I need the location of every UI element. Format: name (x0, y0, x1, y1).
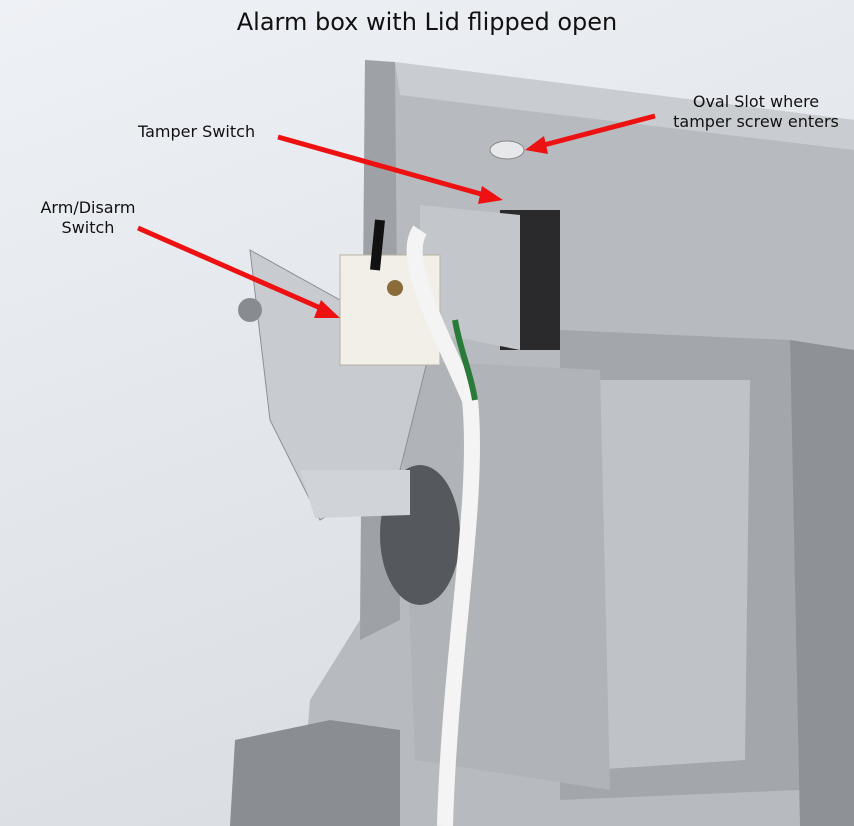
arm-disarm-label: Arm/Disarm Switch (28, 198, 148, 238)
annotation-arrows (136, 113, 656, 318)
arm-disarm-label-line2: Switch (61, 218, 115, 237)
oval-slot-arrow (539, 113, 656, 149)
white-cable (406, 225, 481, 826)
image-title: Alarm box with Lid flipped open (236, 8, 618, 36)
box-top-edge (395, 62, 854, 150)
bracket-foot (300, 470, 410, 518)
green-wire (452, 319, 478, 401)
tamper-switch-arrow (277, 134, 489, 199)
black-wire (370, 219, 385, 271)
oval-slot-label: Oval Slot where tamper screw enters (656, 92, 854, 132)
screw (238, 298, 262, 322)
tamper-switch-label: Tamper Switch (138, 122, 256, 141)
arm-disarm-label-line1: Arm/Disarm (40, 198, 136, 217)
arm-disarm-arrow (136, 225, 327, 313)
oval-slot (489, 140, 525, 160)
oval-slot-label-line1: Oval Slot where (692, 92, 820, 111)
tamper-bracket (420, 205, 520, 350)
terminal (387, 280, 403, 296)
oval-slot-label-line2: tamper screw enters (673, 112, 839, 131)
box-frame-side (790, 340, 854, 826)
bottom-box (230, 720, 400, 826)
box-frame-inner (585, 380, 750, 770)
